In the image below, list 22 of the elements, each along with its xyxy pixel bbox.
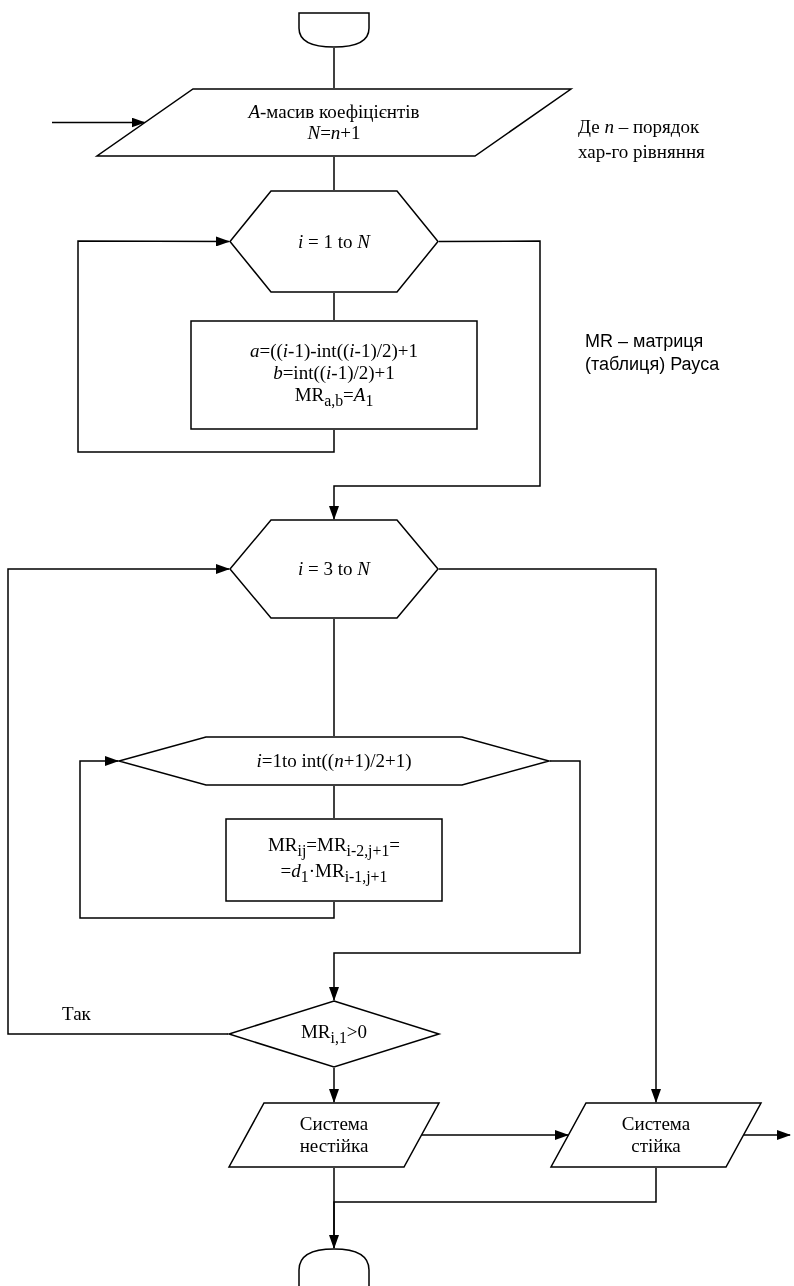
output-parallelogram: [228, 1102, 440, 1168]
note-text: MR – матриця (таблиця) Рауса: [585, 330, 721, 377]
node-text: a=((i-1)-int((i-1)/2)+1 b=int((i-1)/2)+1 MR$_{a,b}$=A$_{1}$: [248, 340, 420, 410]
process-box: [225, 818, 443, 902]
process-box: [190, 320, 478, 430]
node-text: i = 1 to N: [298, 230, 370, 253]
loop-hexagon: [229, 190, 439, 293]
input-parallelogram: [96, 88, 572, 157]
node-text: MR$_{i,1}$>0: [300, 1021, 368, 1047]
loop-hexagon: [229, 519, 439, 619]
node-text: Система нестійка: [299, 1113, 369, 1157]
node-text: i=1to int((n+1)/2+1): [256, 750, 412, 772]
decision-diamond: [228, 1000, 440, 1068]
start-terminator: [298, 12, 370, 48]
side-note: Де n – порядок хар-го рівняння: [578, 115, 706, 164]
node-text: MR$_{ij}$=MR$_{i-2,j+1}$= =d$_{1}$·MR$_{i-1,j+1}$: [266, 834, 402, 886]
node-text: Система стійка: [621, 1113, 691, 1157]
node-text: A-масив коефіцієнтів N=n+1: [246, 100, 421, 145]
output-parallelogram: [550, 1102, 762, 1168]
node-text: i = 3 to N: [298, 558, 370, 580]
end-terminator: [298, 1248, 370, 1286]
loop-hexagon: [118, 736, 550, 786]
